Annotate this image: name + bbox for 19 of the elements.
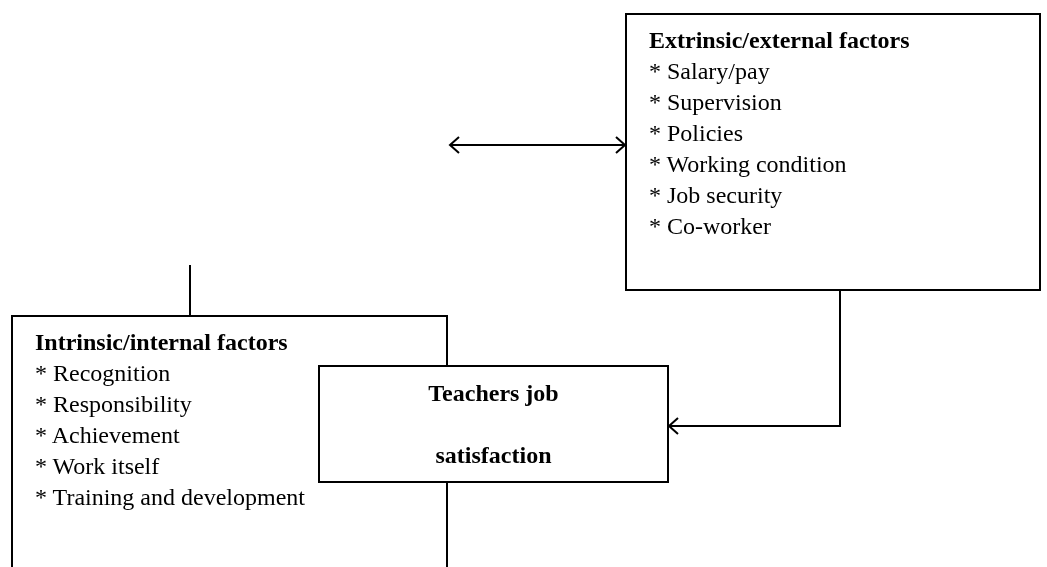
list-item: * Salary/pay xyxy=(649,57,770,86)
list-item: * Co-worker xyxy=(649,212,771,241)
list-item: * Policies xyxy=(649,119,743,148)
list-item: * Training and development xyxy=(35,483,305,512)
list-item: * Work itself xyxy=(35,452,160,481)
list-item: * Job security xyxy=(649,181,783,210)
list-item: * Supervision xyxy=(649,88,782,117)
list-item: * Working condition xyxy=(649,150,847,179)
list-item: * Recognition xyxy=(35,359,171,388)
list-item: * Responsibility xyxy=(35,390,192,419)
list-item: * Achievement xyxy=(35,421,180,450)
factor-box xyxy=(625,13,1041,291)
box-heading: Extrinsic/external factors xyxy=(649,26,910,55)
box-heading: Intrinsic/internal factors xyxy=(35,328,288,357)
outcome-box xyxy=(318,365,669,483)
box-title: Teachers job satisfaction xyxy=(427,379,560,470)
connector-line xyxy=(189,264,191,316)
arrow xyxy=(668,290,841,435)
arrow xyxy=(449,136,626,154)
